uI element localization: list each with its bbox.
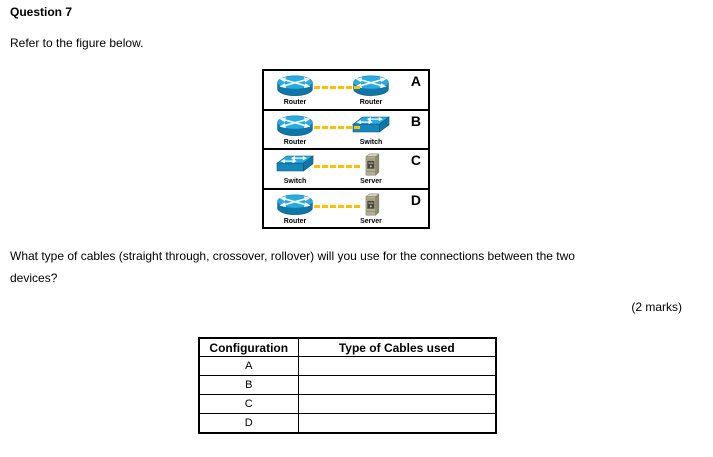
question-intro-text: Refer to the figure below. (10, 36, 144, 50)
device-label: Router (359, 99, 383, 106)
header-configuration: Configuration (198, 337, 299, 357)
router-device: Router (272, 74, 318, 107)
answer-row-d: D (198, 413, 497, 434)
row-letter: D (410, 191, 421, 208)
switch-device: Switch (272, 153, 318, 186)
row-letter: A (410, 73, 421, 89)
router-device: Router (272, 193, 318, 226)
answer-row-c: C (198, 394, 497, 414)
router-icon (275, 114, 315, 138)
device-label: Router (283, 138, 307, 146)
figure-row-b: Router Switch B (264, 111, 428, 150)
header-type-of-cables: Type of Cables used (297, 337, 497, 357)
row-letter: C (410, 152, 421, 168)
switch-icon (275, 153, 315, 177)
marks-label: (2 marks) (631, 300, 682, 314)
dashed-cable (314, 86, 360, 89)
answer-row-a: A (198, 356, 497, 376)
answer-row-b: B (198, 375, 497, 395)
dashed-cable (314, 125, 360, 129)
server-icon (361, 193, 382, 217)
question-number-heading: Question 7 (10, 5, 73, 19)
router-icon (275, 74, 315, 98)
router-device: Router (348, 74, 394, 107)
configuration-cell: C (198, 394, 299, 414)
device-label: Server (360, 178, 382, 185)
device-label: Switch (359, 138, 383, 146)
server-icon (361, 153, 382, 177)
question-text-line2: devices? (10, 271, 58, 285)
server-device: Server (348, 193, 394, 226)
dashed-cable (314, 165, 360, 168)
figure-row-a: Router Router A (264, 71, 428, 111)
cable-type-answer-cell[interactable] (297, 356, 497, 376)
configuration-cell: D (198, 413, 299, 434)
device-label: Server (360, 217, 382, 225)
question-text-line1: What type of cables (straight through, c… (10, 249, 575, 263)
figure-row-d: Router Server D (264, 190, 428, 228)
cable-type-answer-cell[interactable] (297, 375, 497, 395)
device-label: Switch (283, 178, 307, 185)
dashed-cable (314, 204, 360, 208)
router-icon (275, 193, 315, 217)
row-letter: B (410, 112, 421, 129)
cable-type-answer-cell[interactable] (297, 413, 497, 434)
question-text: What type of cables (straight through, c… (10, 245, 575, 289)
configuration-cell: B (198, 375, 299, 395)
router-device: Router (272, 114, 318, 147)
switch-device: Switch (348, 114, 394, 147)
device-label: Router (283, 99, 307, 106)
configuration-cell: A (198, 356, 299, 376)
figure-row-c: Switch Server C (264, 150, 428, 190)
server-device: Server (348, 153, 394, 186)
device-label: Router (283, 217, 307, 225)
cable-type-answer-cell[interactable] (297, 394, 497, 414)
answer-table-header-row: Configuration Type of Cables used (198, 337, 497, 357)
